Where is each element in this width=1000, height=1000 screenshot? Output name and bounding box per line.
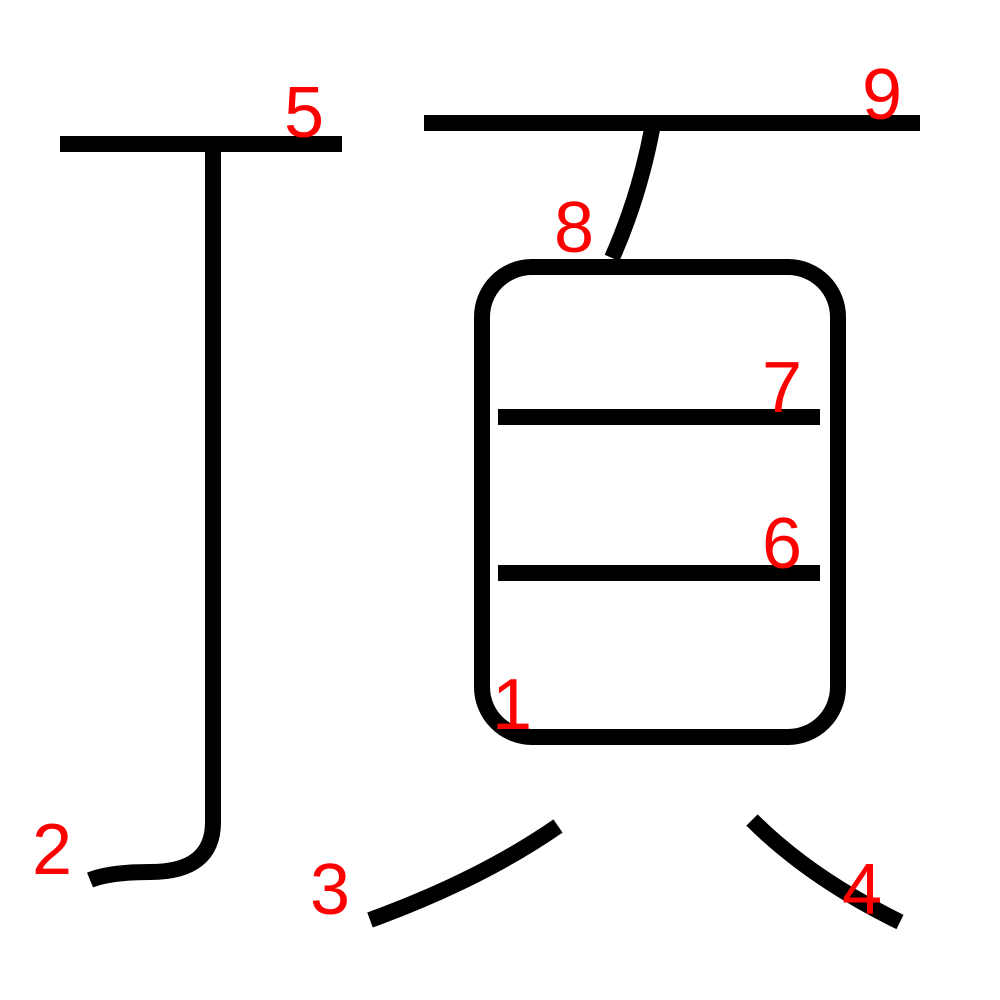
stroke-1-box (474, 259, 846, 745)
stroke-4-right-sweep (746, 814, 904, 930)
stroke-2-vertical-hook (87, 146, 221, 888)
stroke-number-1: 1 (492, 665, 532, 745)
stroke-number-2: 2 (32, 810, 72, 890)
stroke-8-short-falling (604, 122, 661, 262)
stroke-3-left-sweep (367, 819, 563, 928)
stroke-number-5: 5 (284, 73, 324, 153)
stroke-number-4: 4 (842, 850, 882, 930)
stroke-number-7: 7 (762, 348, 802, 428)
stroke-number-8: 8 (554, 188, 594, 268)
stroke-number-9: 9 (862, 55, 902, 135)
stroke-number-6: 6 (762, 504, 802, 584)
stroke-number-3: 3 (310, 850, 350, 930)
